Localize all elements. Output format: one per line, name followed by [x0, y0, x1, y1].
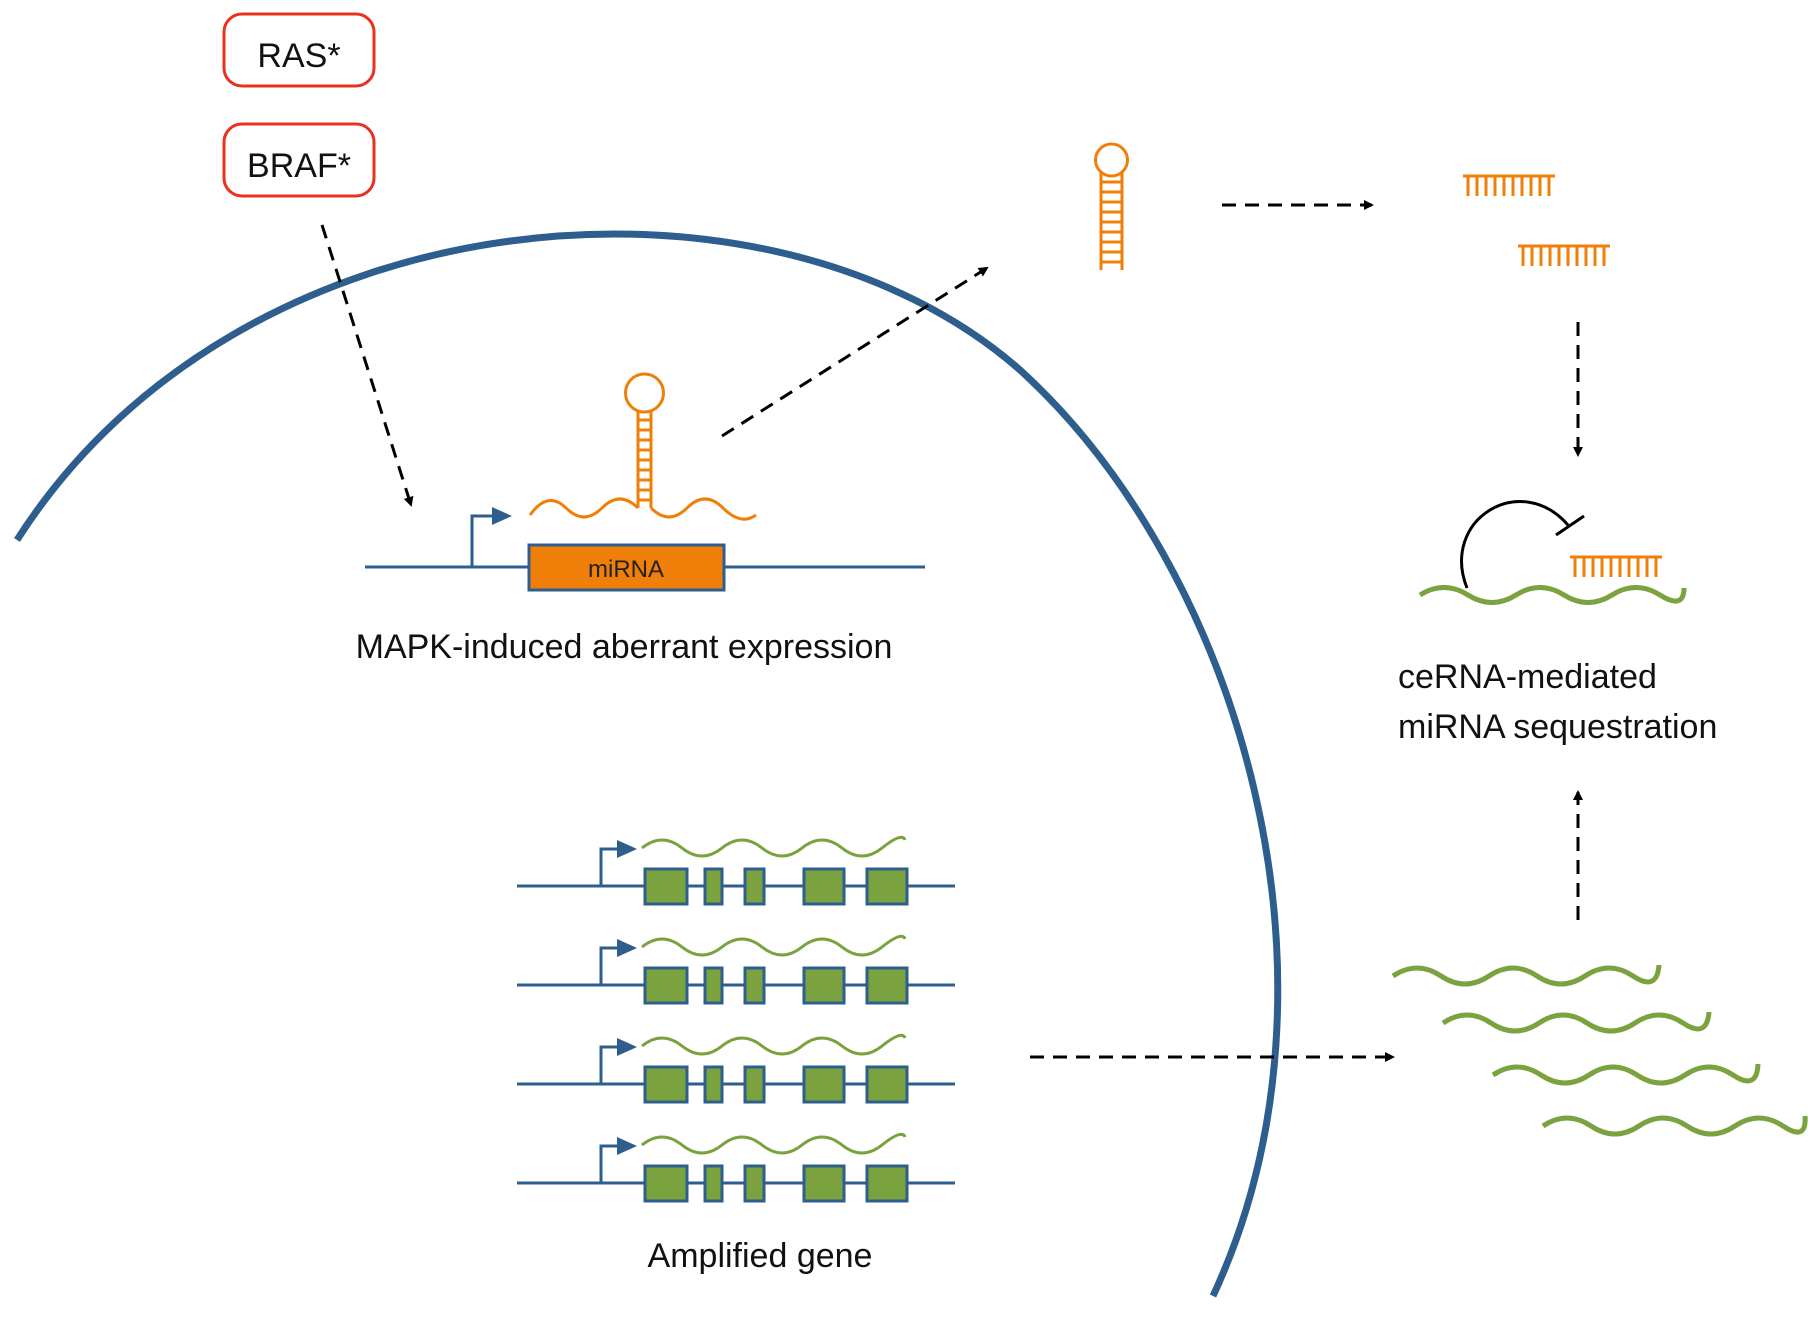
promoter-arrow-icon [599, 946, 620, 985]
arrow-braf-to-mirna-gene [320, 224, 414, 507]
promoter-arrow-icon [599, 1144, 620, 1183]
mirna-gene-box [527, 543, 726, 592]
wavy-transcript-icon [641, 934, 907, 957]
amplified-gene-copy [517, 934, 955, 1005]
amplified-gene-copy [517, 835, 955, 906]
inhibition-arc-icon [1460, 500, 1570, 589]
wavy-transcript-icon [641, 835, 907, 858]
mirna-gene: miRNA [365, 507, 925, 592]
hairpin-rna-icon [1094, 142, 1129, 270]
mature-mirna-icon [1463, 174, 1555, 196]
arrow-export-hairpin [721, 266, 989, 438]
mature-mirna-icon [1518, 244, 1610, 266]
cerna-caption-line2: miRNA sequestration [1398, 708, 1717, 746]
wavy-transcript-icon [641, 1132, 907, 1155]
pri-mirna-hairpin-icon [528, 372, 757, 521]
ras-label: RAS* [257, 37, 340, 75]
mapk-caption: MAPK-induced aberrant expression [356, 628, 893, 666]
amplified-caption: Amplified gene [648, 1237, 873, 1275]
wavy-transcript-icon [641, 1033, 907, 1056]
wavy-transcript-icon [1541, 1115, 1808, 1137]
promoter-arrow-icon [599, 1045, 620, 1084]
wavy-transcript-icon [1391, 964, 1662, 987]
promoter-arrow-icon [470, 514, 496, 567]
ras-mutant-box: RAS* [222, 12, 376, 88]
promoter-arrow-icon [599, 847, 620, 886]
amplified-gene-copy [517, 1132, 955, 1203]
wavy-transcript-icon [1441, 1011, 1712, 1034]
cerna-caption-line1: ceRNA-mediated [1398, 658, 1657, 696]
cell-membrane [14, 230, 1282, 1298]
braf-mutant-box: BRAF* [222, 122, 376, 198]
cerna-sequestration-icon [1418, 500, 1687, 605]
wavy-transcript-icon [1491, 1063, 1761, 1086]
mirna-box-label: miRNA [588, 556, 664, 583]
amplified-gene-copy [517, 1033, 955, 1104]
braf-label: BRAF* [247, 147, 351, 185]
